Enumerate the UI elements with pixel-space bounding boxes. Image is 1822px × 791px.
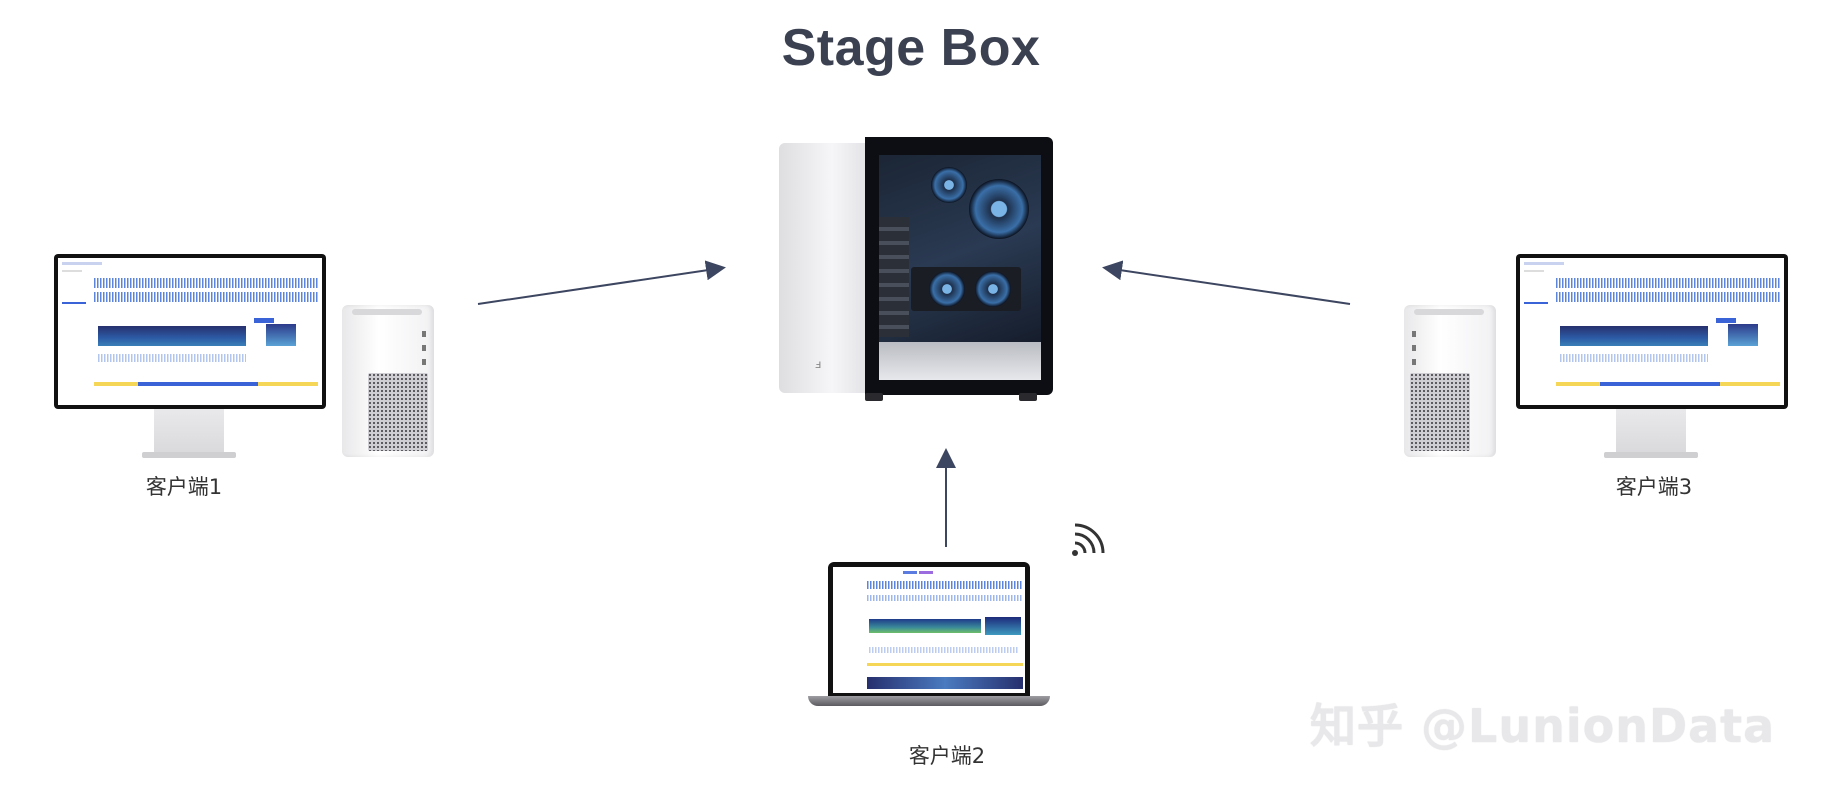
client1-tower-icon [342,305,434,457]
client3-tower-icon [1404,305,1496,457]
client1-desktop-monitor-icon [54,254,326,464]
wifi-icon [1072,523,1105,556]
client1-label: 客户端1 [145,475,223,499]
arrow-client1-to-server [477,260,726,305]
client3-desktop-monitor-icon [1516,254,1788,464]
watermark: 知乎 @LunionData [1310,699,1776,753]
client2-label: 客户端2 [908,744,986,768]
client2-laptop-icon [808,562,1050,708]
diagram-title: Stage Box [781,19,1041,77]
stage-box-computer-case-icon: ⅎ [779,137,1055,402]
arrow-client3-to-server [1102,260,1351,305]
client3-label: 客户端3 [1615,475,1693,499]
